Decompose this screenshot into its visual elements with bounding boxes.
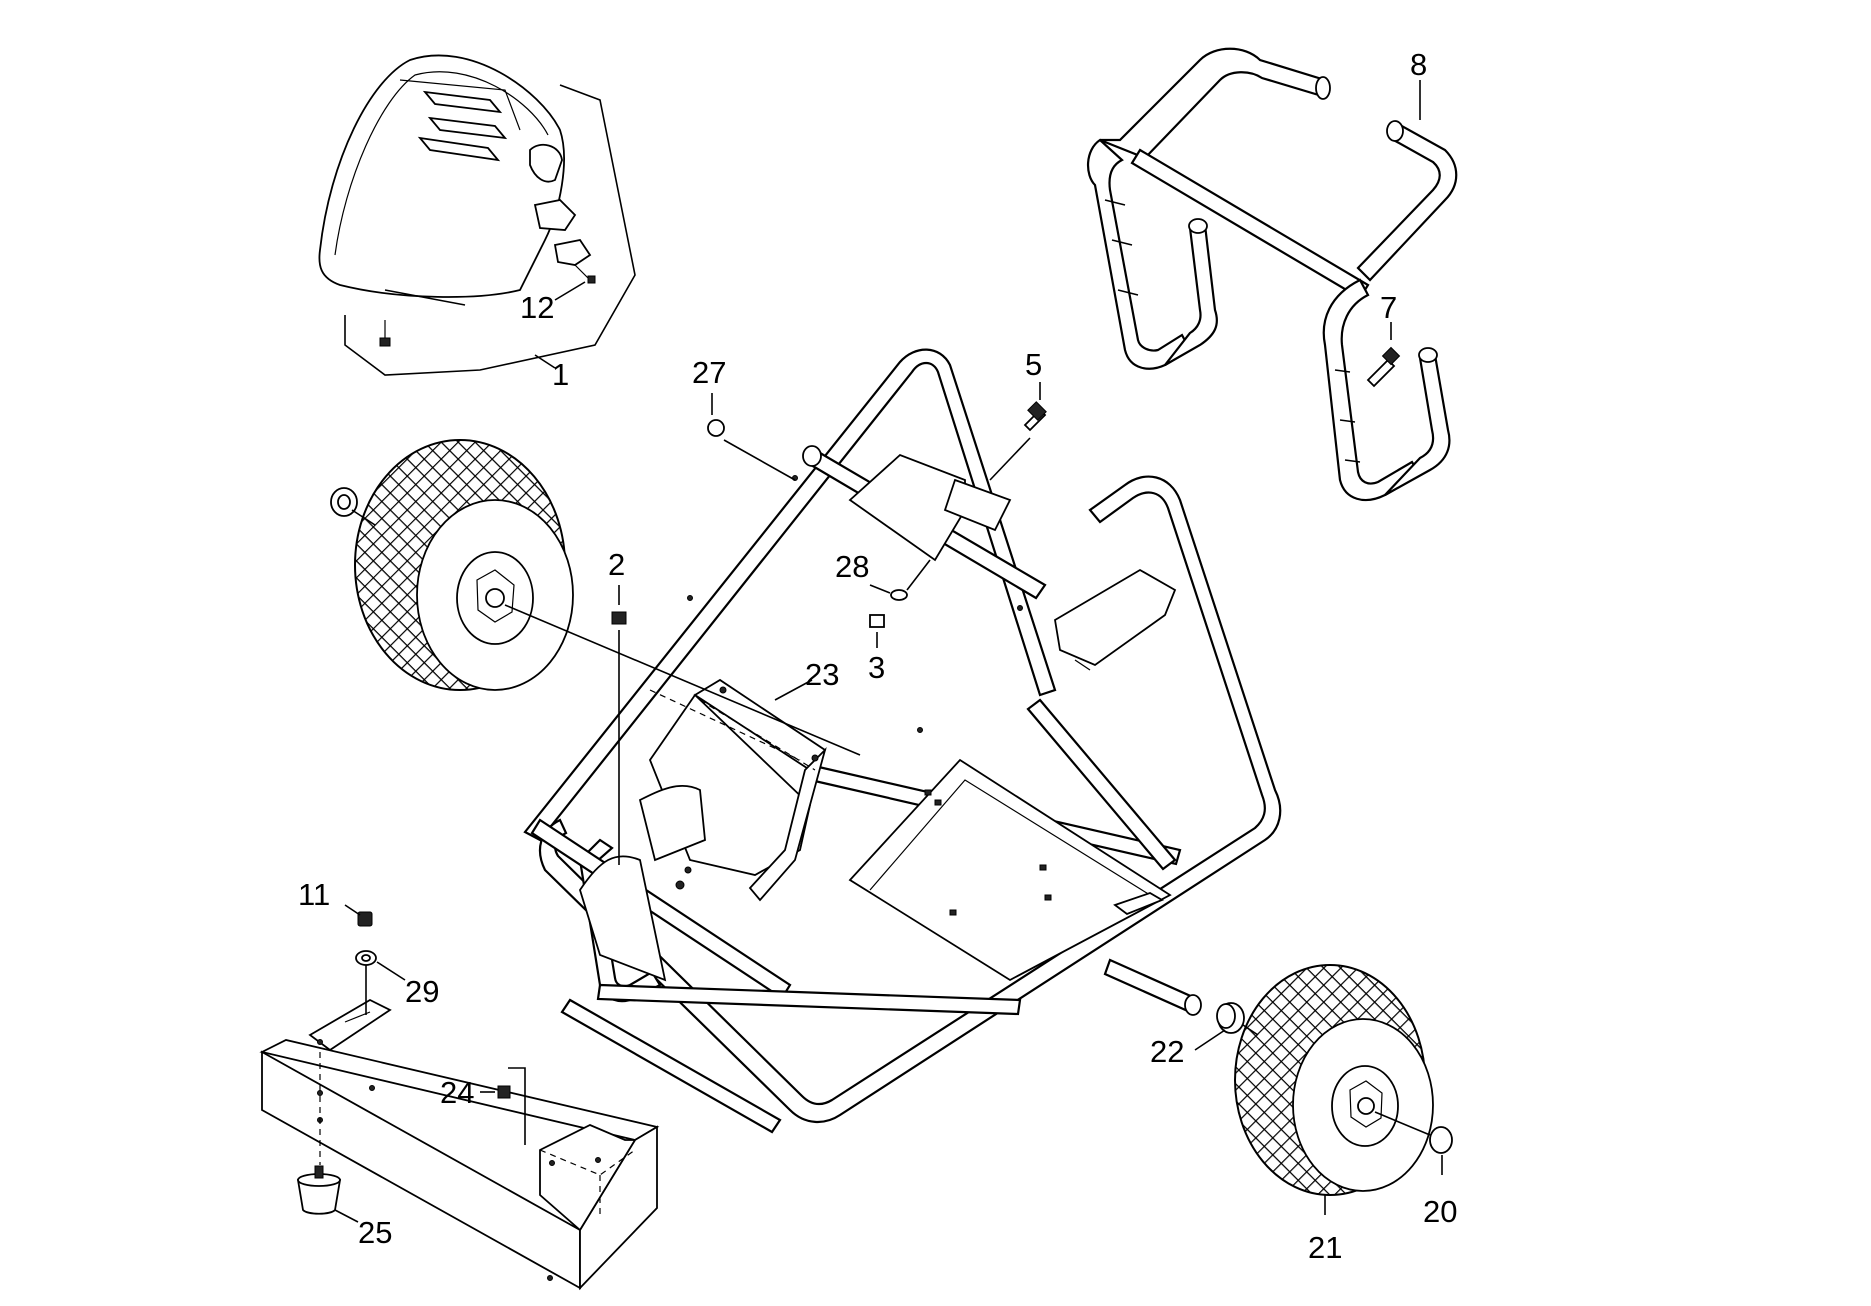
label-12: 12: [520, 281, 586, 325]
label-20: 20: [1423, 1155, 1457, 1229]
part-number-23: 23: [805, 657, 839, 692]
label-8: 8: [1410, 47, 1427, 120]
label-22: 22: [1150, 1029, 1226, 1069]
push-handle: [1087, 47, 1458, 502]
part-number-11: 11: [298, 877, 330, 912]
part-number-27: 27: [692, 355, 726, 390]
screw-2: 2: [608, 547, 627, 865]
part-number-3: 3: [868, 650, 885, 685]
left-wheel: [330, 439, 861, 756]
nut-11: 11: [298, 877, 373, 927]
part-number-29: 29: [405, 974, 439, 1009]
label-21: 21: [1308, 1195, 1342, 1265]
part-number-7: 7: [1380, 290, 1397, 325]
bracket-23: 23: [638, 657, 839, 902]
part-number-21: 21: [1308, 1230, 1342, 1265]
part-number-8: 8: [1410, 47, 1427, 82]
part-number-12: 12: [520, 290, 554, 325]
part-number-28: 28: [835, 549, 869, 584]
main-frame: [523, 348, 1282, 1134]
base-bracket: [259, 998, 660, 1291]
part-number-20: 20: [1423, 1194, 1457, 1229]
bolt-5: 5: [989, 347, 1047, 481]
nut-3: 3: [868, 614, 885, 685]
part-number-1: 1: [552, 357, 569, 392]
right-wheel: [1216, 964, 1453, 1196]
cap-27: 27: [692, 355, 796, 481]
screw-24: 24: [440, 1075, 511, 1110]
part-number-22: 22: [1150, 1034, 1184, 1069]
hood-cover: [318, 54, 636, 376]
washer-28: 28: [835, 549, 931, 601]
part-number-25: 25: [358, 1215, 392, 1250]
label-1: 1: [534, 354, 569, 392]
bolt-7: 7: [1366, 290, 1401, 388]
part-number-24: 24: [440, 1075, 474, 1110]
foot-25: 25: [296, 1052, 392, 1250]
washer-29: 29: [355, 950, 439, 1015]
part-number-2: 2: [608, 547, 625, 582]
part-number-5: 5: [1025, 347, 1042, 382]
